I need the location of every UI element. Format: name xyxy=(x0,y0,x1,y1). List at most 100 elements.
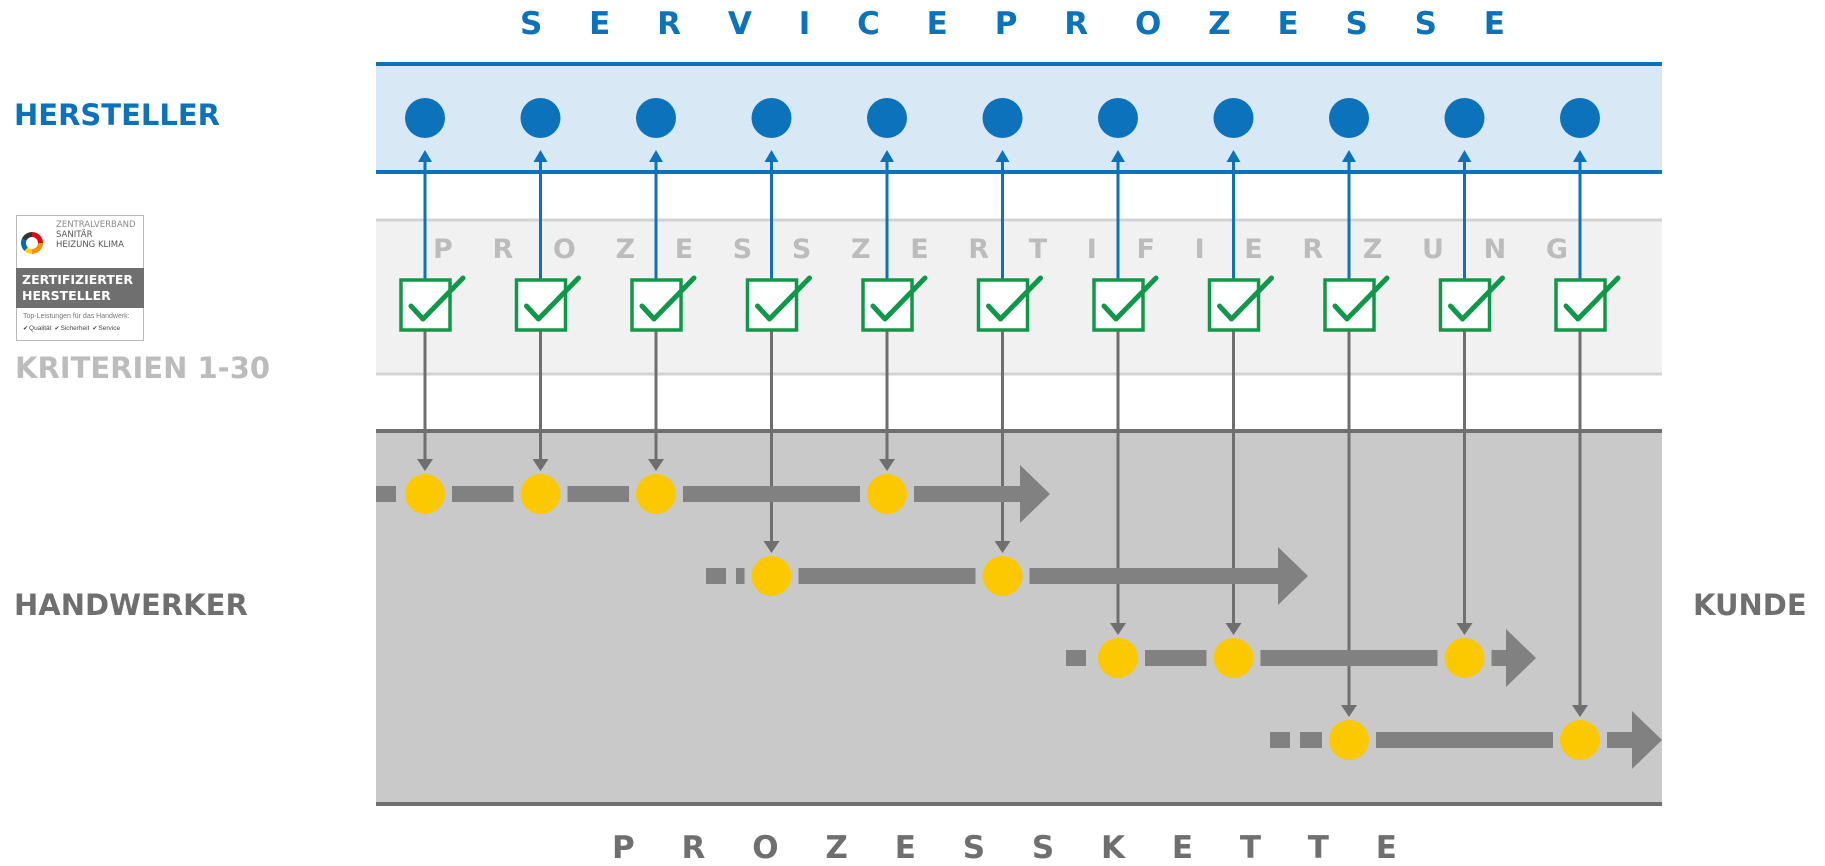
up-arrowhead xyxy=(995,150,1010,162)
band-label-letter: U xyxy=(1422,234,1444,265)
title-top-letter: Z xyxy=(1208,6,1231,42)
title-bottom-letter: E xyxy=(1171,830,1194,866)
service-process-node xyxy=(1329,98,1369,138)
checkmark-icon xyxy=(870,275,928,322)
certification-checkbox xyxy=(1554,278,1607,332)
service-process-node xyxy=(751,98,792,138)
chain-arrowhead xyxy=(1020,465,1050,523)
badge-qualities: Qualität Sicherheit Service xyxy=(23,325,120,332)
craftsman-process-node xyxy=(405,474,445,514)
down-arrowhead xyxy=(532,459,549,471)
craftsman-process-node xyxy=(1560,720,1600,760)
craftsman-process-node xyxy=(751,556,792,596)
service-process-node xyxy=(405,98,445,138)
service-process-node xyxy=(982,98,1023,138)
chain-dash-gap xyxy=(726,566,736,586)
up-arrowhead xyxy=(418,150,432,162)
title-top-letter: C xyxy=(857,6,880,42)
title-bottom-letter: P xyxy=(612,830,635,866)
up-arrowhead xyxy=(764,150,779,162)
craftsman-process-node xyxy=(636,474,676,514)
certification-checkbox xyxy=(630,278,683,332)
up-arrowhead xyxy=(533,150,548,162)
title-bottom-letter: E xyxy=(894,830,916,866)
badge-organization: ZENTRALVERBAND SANITÄR HEIZUNG KLIMA xyxy=(56,220,136,250)
title-bottom-letter: E xyxy=(1375,830,1397,866)
title-top-letter: I xyxy=(798,6,811,42)
craftsman-process-node xyxy=(1329,720,1369,760)
certification-checkbox xyxy=(399,278,452,332)
up-arrowhead xyxy=(1111,150,1125,162)
title-bottom-letter: S xyxy=(1031,830,1055,866)
band-label-letter: R xyxy=(1302,234,1324,265)
title-bottom-letter: T xyxy=(1239,830,1261,866)
service-process-node xyxy=(1098,98,1138,138)
title-top-letter: O xyxy=(1134,6,1162,42)
title-bottom-letter: K xyxy=(1100,830,1126,866)
band-label-letter: O xyxy=(552,234,576,265)
down-arrowhead xyxy=(648,459,664,471)
label-handwerker: HANDWERKER xyxy=(14,588,248,622)
chain-arrowhead xyxy=(1632,711,1662,769)
band-label-letter: Z xyxy=(615,234,636,265)
certification-checkbox xyxy=(514,278,568,332)
service-process-node xyxy=(636,98,676,138)
certification-checkbox xyxy=(1438,278,1492,332)
craftsman-process-node xyxy=(867,474,907,514)
down-arrowhead xyxy=(763,541,780,553)
band-label-letter: Z xyxy=(850,234,871,265)
certification-checkbox xyxy=(1092,278,1145,332)
title-bottom-letter: S xyxy=(962,830,986,866)
diagram-nodes xyxy=(399,98,1621,760)
chain-dash-gap xyxy=(396,484,406,504)
badge-banner: ZERTIFIZIERTER HERSTELLER xyxy=(16,268,144,308)
band-label-letter: E xyxy=(674,234,694,265)
certification-checkbox xyxy=(1323,278,1376,332)
band-label-letter: I xyxy=(1086,234,1097,265)
down-arrowhead xyxy=(1572,705,1588,717)
band-label-letter: N xyxy=(1483,234,1507,265)
band-label-letter: P xyxy=(433,234,453,265)
down-arrowhead xyxy=(1225,623,1242,635)
band-label-letter: G xyxy=(1545,234,1568,265)
up-arrowhead xyxy=(1573,150,1587,162)
checkmark-icon xyxy=(1448,275,1505,322)
chain-arrowhead xyxy=(1506,629,1536,687)
title-top-letter: R xyxy=(1064,6,1089,42)
title-top-letter: R xyxy=(657,6,682,42)
chain-arrowhead xyxy=(1278,547,1308,605)
craftsman-process-node xyxy=(982,556,1023,596)
chain-dash-gap xyxy=(1086,648,1096,668)
certification-badge: ZENTRALVERBAND SANITÄR HEIZUNG KLIMA ZER… xyxy=(16,215,144,341)
down-arrowhead xyxy=(994,541,1011,553)
band-label-letter: R xyxy=(492,234,514,265)
down-arrowhead xyxy=(1341,705,1357,717)
label-kunde: KUNDE xyxy=(1693,588,1807,622)
title-top-letter: E xyxy=(1483,6,1505,42)
craftsman-process-node xyxy=(1098,638,1138,678)
service-process-node xyxy=(1213,98,1254,138)
checkmark-icon xyxy=(1563,275,1621,322)
band-label-letter: R xyxy=(968,234,990,265)
background-bands xyxy=(376,62,1662,806)
checkmark-icon xyxy=(408,275,466,322)
down-arrowhead xyxy=(417,459,433,471)
band-label-letter: S xyxy=(791,234,812,265)
checkmark-icon xyxy=(1217,275,1274,322)
band-label-letter: S xyxy=(732,234,753,265)
craftsman-process-node xyxy=(520,474,561,514)
craftsman-process-node xyxy=(1213,638,1254,678)
checkmark-icon xyxy=(1101,275,1159,322)
certification-checkbox xyxy=(1207,278,1261,332)
title-bottom-letter: Z xyxy=(825,830,848,866)
certification-checkbox xyxy=(745,278,799,332)
checkmark-icon xyxy=(755,275,812,322)
up-arrowhead xyxy=(1457,150,1472,162)
down-arrowhead xyxy=(1456,623,1473,635)
up-arrowhead xyxy=(880,150,894,162)
down-arrowhead xyxy=(1110,623,1126,635)
title-top-letter: P xyxy=(994,6,1018,42)
band-label-letter: E xyxy=(910,234,929,265)
